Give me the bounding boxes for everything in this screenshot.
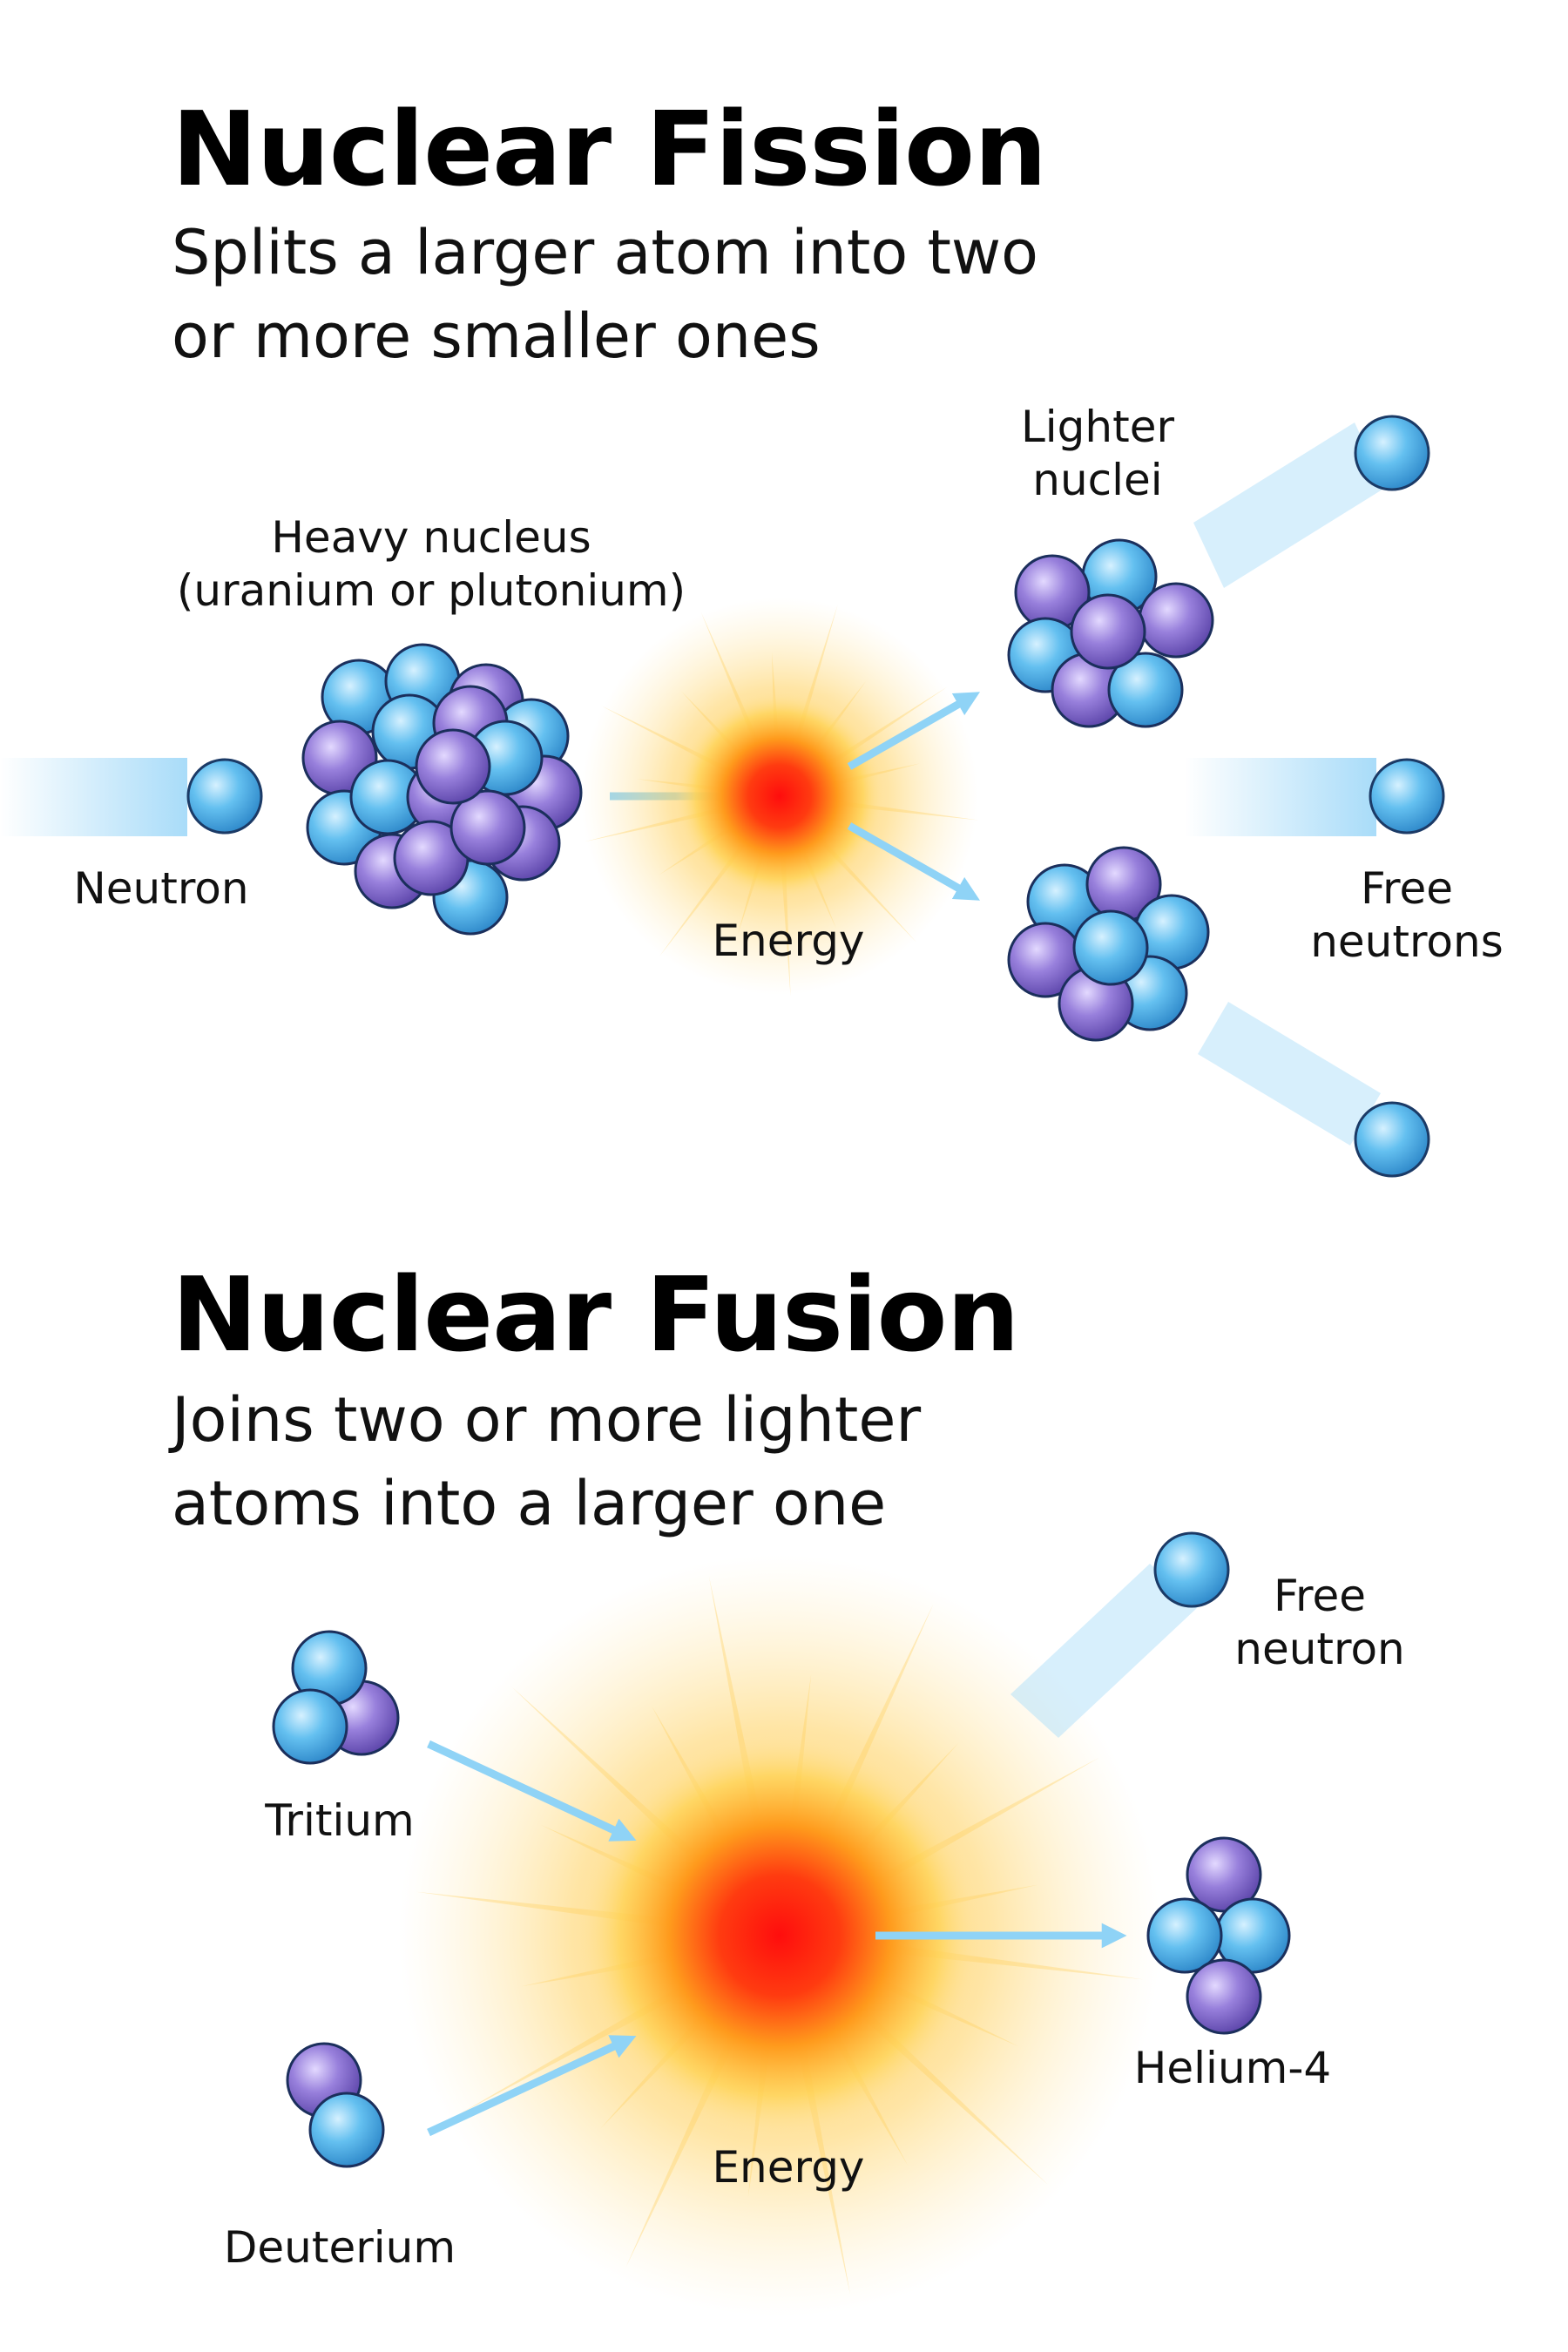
fusion-free-neutron [1153, 1531, 1230, 1608]
fission-subtitle: Splits a larger atom into two or more sm… [172, 211, 1038, 378]
energy-core [675, 692, 884, 901]
deuterium-arrow [427, 2035, 637, 2137]
lighter-nucleus-lower [1007, 846, 1210, 1042]
neutron-particle [272, 1688, 348, 1765]
proton-particle [449, 789, 526, 866]
tritium-label: Tritium [265, 1795, 415, 1846]
helium-4-nucleus [1146, 1836, 1291, 2035]
proton-particle [1138, 582, 1214, 659]
fusion-energy-label: Energy [712, 2142, 865, 2193]
fission-subtitle-line-1: Splits a larger atom into two [172, 217, 1038, 288]
proton-particle [415, 728, 491, 805]
tritium-arrow [427, 1740, 637, 1842]
proton-particle [1186, 1958, 1262, 2035]
neutron-label: Neutron [73, 863, 249, 914]
fission-energy-burst [581, 598, 979, 997]
fission-title: Nuclear Fission [172, 89, 1047, 209]
fusion-subtitle-line-2: atoms into a larger one [172, 1468, 887, 1539]
lighter-nucleus-upper [1007, 538, 1214, 728]
fission-energy-label: Energy [712, 916, 865, 966]
tritium-nucleus [272, 1630, 400, 1765]
lighter-nuclei-label: Lighter nuclei [1020, 402, 1175, 505]
free-neutron-trail-bottom [1198, 1002, 1381, 1146]
free-neutron-label: Free neutron [1234, 1571, 1405, 1674]
helium-4-label: Helium-4 [1133, 2043, 1332, 2093]
neutron-particle [308, 2092, 385, 2168]
fission-subtitle-line-2: or more smaller ones [172, 301, 821, 372]
heavy-nucleus-cluster [301, 643, 583, 936]
incoming-neutron [186, 758, 263, 835]
neutron-particle [1107, 652, 1184, 728]
fission-arrow-upper [847, 692, 981, 770]
fusion-subtitle: Joins two or more lighter atoms into a l… [172, 1378, 921, 1545]
incoming-neutron-trail [0, 758, 187, 836]
free-neutron-top [1354, 415, 1430, 491]
fusion-energy-burst [399, 1555, 1160, 2316]
free-neutron-bottom [1354, 1101, 1430, 1178]
free-neutrons-label: Free neutrons [1310, 863, 1504, 967]
fusion-free-neutron-trail [1010, 1564, 1198, 1738]
neutron-particle [1146, 1897, 1223, 1974]
proton-particle [1070, 593, 1146, 670]
free-neutron-trail-top [1193, 422, 1385, 588]
free-neutron-trail-middle [1185, 758, 1376, 836]
free-neutron-middle [1369, 758, 1445, 835]
energy-core [579, 1735, 980, 2136]
neutron-particle [1072, 909, 1149, 986]
fusion-subtitle-line-1: Joins two or more lighter [172, 1384, 922, 1456]
heavy-nucleus-label: Heavy nucleus (uranium or plutonium) [176, 512, 686, 616]
fusion-title: Nuclear Fusion [172, 1254, 1020, 1375]
deuterium-label: Deuterium [223, 2222, 456, 2273]
fission-arrow-lower [847, 822, 981, 901]
deuterium-nucleus [286, 2042, 385, 2168]
